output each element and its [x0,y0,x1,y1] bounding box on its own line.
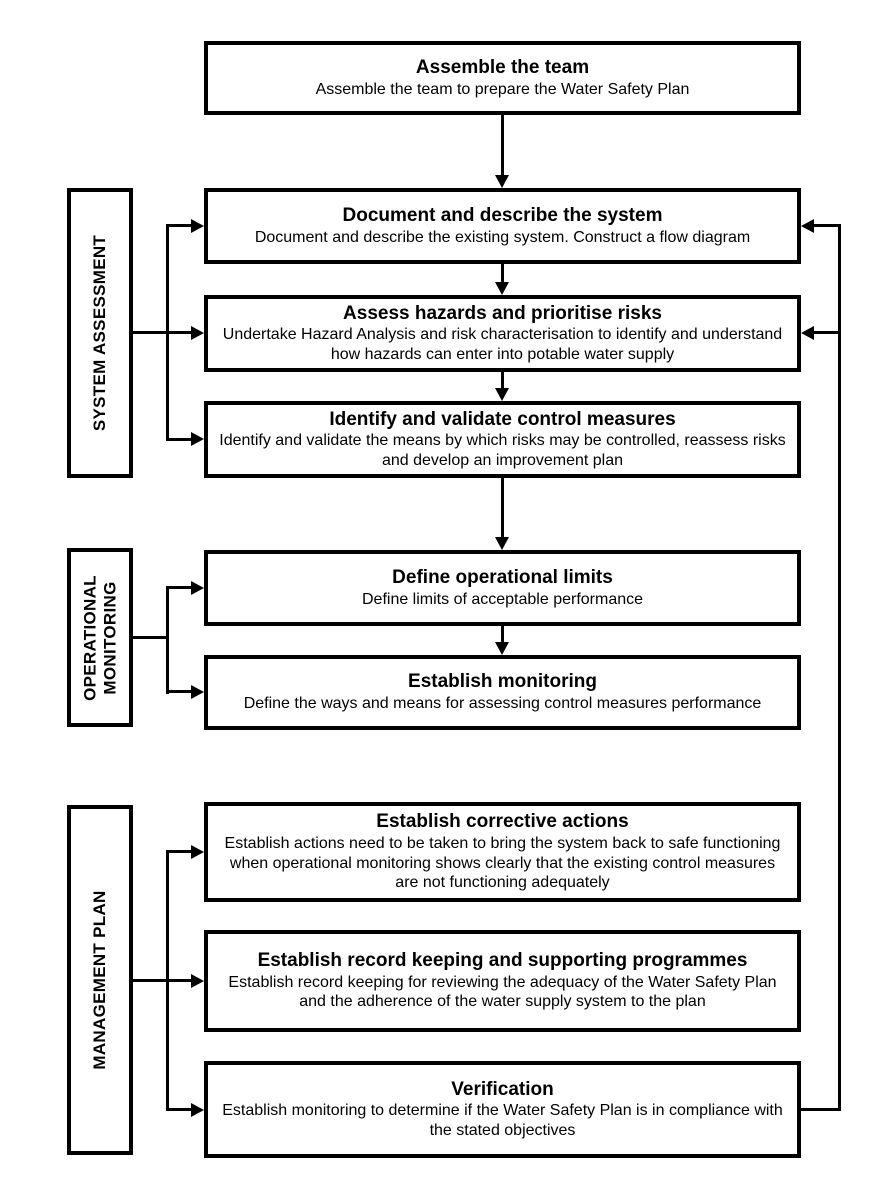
arrowhead-down-icon [495,537,509,550]
flow-line [501,115,504,177]
flow-line [501,372,504,390]
flow-line [168,331,192,334]
box-description: Identify and validate the means by which… [219,432,786,469]
arrowhead-right-icon [191,432,204,446]
arrowhead-right-icon [191,326,204,340]
box-title: Assemble the team [415,56,590,78]
flow-line [133,331,168,334]
flow-box-record-keeping: Establish record keeping and supporting … [204,930,801,1032]
flow-line [133,979,168,982]
flow-line [166,224,169,441]
arrowhead-right-icon [191,974,204,988]
flow-line [168,586,192,589]
flow-line [168,224,192,227]
flow-line [801,1108,841,1111]
flow-line [814,331,841,334]
flow-box-assemble-team: Assemble the team Assemble the team to p… [204,41,801,115]
box-title: Define operational limits [392,566,613,588]
box-description: Undertake Hazard Analysis and risk chara… [222,326,783,363]
flow-box-assess-hazards: Assess hazards and prioritise risks Unde… [204,295,801,372]
group-box-management-plan: MANAGEMENT PLAN [67,805,133,1155]
flow-box-corrective-actions: Establish corrective actions Establish a… [204,802,801,902]
box-title: Identify and validate control measures [329,408,676,430]
flow-line [133,636,168,639]
flow-line [501,478,504,539]
flow-line [168,1108,192,1111]
group-label-operational-monitoring: OPERATIONAL MONITORING [80,574,119,701]
flow-box-identify-control-measures: Identify and validate control measures I… [204,401,801,478]
arrowhead-down-icon [495,642,509,655]
flow-line [814,224,841,227]
arrowhead-right-icon [191,685,204,699]
arrowhead-down-icon [495,282,509,295]
group-box-operational-monitoring: OPERATIONAL MONITORING [67,548,133,727]
box-title: Establish monitoring [408,671,597,693]
box-title: Assess hazards and prioritise risks [343,302,662,324]
flow-line [166,850,169,1111]
arrowhead-right-icon [191,1103,204,1117]
flow-line [166,586,169,694]
box-description: Define limits of acceptable performance [361,590,644,608]
box-description: Establish monitoring to determine if the… [222,1102,783,1139]
flow-line [168,850,192,853]
flow-line [501,264,504,284]
box-title: Establish record keeping and supporting … [257,950,748,972]
arrowhead-right-icon [191,581,204,595]
flow-line [168,438,192,441]
box-description: Establish actions need to be taken to br… [224,835,781,892]
box-description: Document and describe the existing syste… [254,228,751,246]
flow-box-document-system: Document and describe the system Documen… [204,188,801,264]
arrowhead-down-icon [495,175,509,188]
flow-box-verification: Verification Establish monitoring to det… [204,1061,801,1158]
group-label-management-plan: MANAGEMENT PLAN [90,890,110,1070]
flow-line [168,690,192,693]
group-label-system-assessment: SYSTEM ASSESSMENT [90,234,110,432]
flow-box-establish-monitoring: Establish monitoring Define the ways and… [204,655,801,730]
flow-line [168,979,192,982]
arrowhead-right-icon [191,219,204,233]
box-description: Assemble the team to prepare the Water S… [315,80,690,98]
box-title: Verification [451,1078,554,1100]
arrowhead-right-icon [191,845,204,859]
box-title: Document and describe the system [342,204,663,226]
arrowhead-down-icon [495,388,509,401]
flow-box-define-operational-limits: Define operational limits Define limits … [204,550,801,626]
flow-line [501,626,504,644]
box-description: Establish record keeping for reviewing t… [228,973,777,1011]
box-description: Define the ways and means for assessing … [243,695,762,713]
group-box-system-assessment: SYSTEM ASSESSMENT [67,188,133,478]
flow-line [838,224,841,1111]
arrowhead-left-icon [801,219,814,233]
arrowhead-left-icon [801,326,814,340]
box-title: Establish corrective actions [376,811,629,833]
